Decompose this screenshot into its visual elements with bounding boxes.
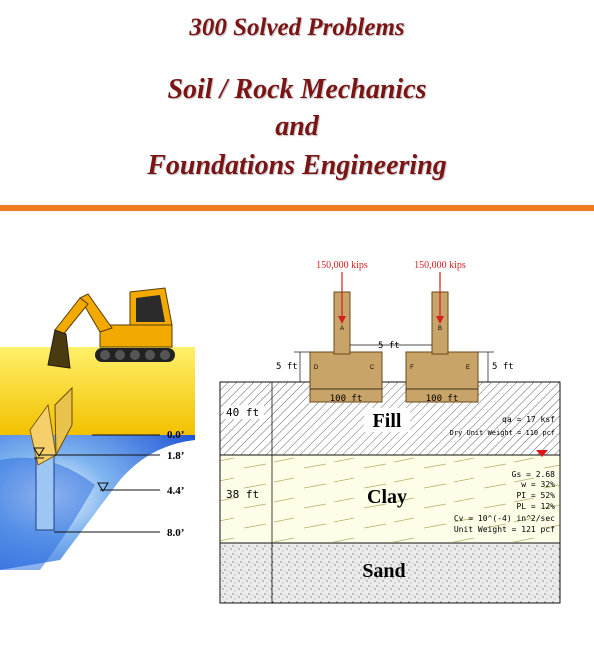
- foundation-profile-diagram: 150,000 kips 150,000 kips A B C D E F 5 …: [219, 260, 561, 604]
- point-d: D: [314, 365, 319, 371]
- trench: [54, 386, 73, 457]
- orange-divider: [0, 205, 594, 211]
- excavation-illustration: 0.0’ 1.8’ 4.4’ 8.0’: [0, 287, 195, 570]
- depth-label-2: 4.4’: [167, 485, 184, 497]
- footing-right-width: 100 ft: [426, 394, 459, 404]
- sand-texture: [220, 543, 560, 603]
- point-f: F: [410, 365, 414, 371]
- excavator-icon: [47, 287, 175, 369]
- point-c: C: [370, 365, 375, 371]
- fill-thickness: 40 ft: [226, 406, 259, 419]
- fill-prop-qa: qa = 17 ksf: [502, 415, 555, 424]
- water-table-marker: [536, 450, 548, 457]
- layer-name-fill: Fill: [373, 410, 402, 432]
- footing-left: [309, 291, 383, 403]
- title-line-1: 300 Solved Problems: [189, 14, 405, 41]
- clay-prop-pi: PI = 52%: [516, 491, 555, 500]
- clay-prop-pl: PL = 12%: [516, 502, 555, 511]
- layer-name-clay: Clay: [367, 486, 407, 508]
- title-line-2: Soil / Rock Mechanics: [167, 74, 427, 105]
- load-label-right: 150,000 kips: [414, 260, 466, 271]
- point-b: B: [438, 326, 442, 332]
- clay-prop-unit-weight: Unit Weight = 121 pcf: [454, 525, 555, 534]
- point-e: E: [466, 365, 470, 371]
- footing-right: [405, 291, 479, 403]
- embed-left-label: 5 ft: [276, 362, 298, 372]
- clay-texture: [220, 455, 560, 543]
- load-label-left: 150,000 kips: [316, 260, 368, 271]
- depth-label-3: 8.0’: [167, 527, 184, 539]
- gap-label: 5 ft: [378, 341, 400, 351]
- clay-prop-w: w = 32%: [521, 480, 555, 489]
- fill-prop-unit-weight: Dry Unit Weight = 110 pcf: [450, 429, 555, 437]
- footing-left-width: 100 ft: [330, 394, 363, 404]
- title-line-4: Foundations Engineering: [147, 150, 447, 181]
- title-line-3: and: [275, 111, 319, 142]
- depth-label-1: 1.8’: [167, 450, 184, 462]
- clay-thickness: 38 ft: [226, 488, 259, 501]
- point-a: A: [340, 326, 344, 332]
- clay-prop-gs: Gs = 2.68: [512, 470, 556, 479]
- depth-label-0: 0.0’: [167, 429, 184, 441]
- layer-name-sand: Sand: [362, 560, 405, 582]
- embed-right-label: 5 ft: [492, 362, 514, 372]
- clay-prop-cv: Cv = 10^(-4) in^2/sec: [454, 514, 555, 523]
